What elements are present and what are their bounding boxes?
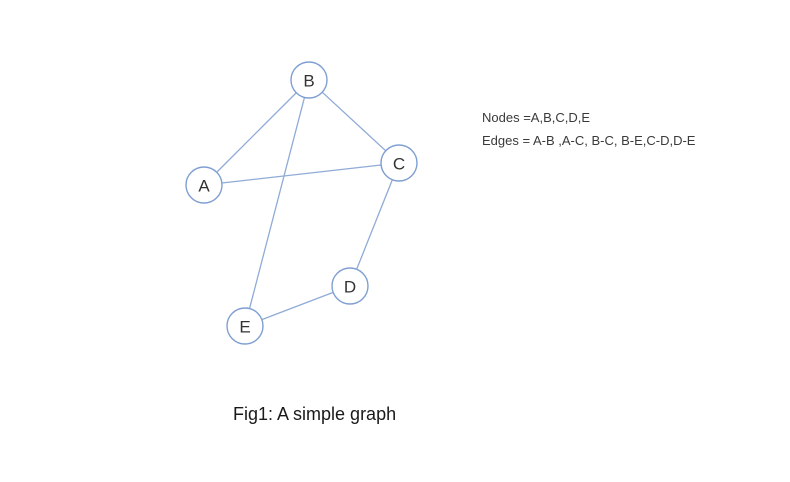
- edges-group: [216, 91, 393, 321]
- node-circle: [380, 144, 418, 182]
- node-label: A: [198, 177, 210, 196]
- edge-a-b: [216, 92, 297, 173]
- nodes-group: A B C D E: [185, 61, 418, 345]
- node-a: A: [185, 166, 223, 204]
- edge-a-c: [221, 164, 382, 184]
- node-label: D: [344, 278, 356, 297]
- nodes-description: Nodes =A,B,C,D,E: [482, 110, 591, 125]
- node-label: E: [239, 318, 250, 337]
- edge-b-c: [321, 91, 387, 152]
- node-d: D: [331, 267, 369, 305]
- edge-d-e: [261, 291, 334, 321]
- edge-b-e: [248, 97, 306, 309]
- edge-c-d: [356, 179, 393, 270]
- node-e: E: [226, 307, 264, 345]
- figure-caption: Fig1: A simple graph: [233, 404, 397, 424]
- edges-description: Edges = A-B ,A-C, B-C, B-E,C-D,D-E: [482, 133, 696, 148]
- node-label: B: [303, 72, 314, 91]
- node-b: B: [290, 61, 328, 99]
- node-circle: [226, 307, 264, 345]
- node-label: C: [393, 155, 405, 174]
- node-c: C: [380, 144, 418, 182]
- node-circle: [331, 267, 369, 305]
- node-circle: [185, 166, 223, 204]
- node-circle: [290, 61, 328, 99]
